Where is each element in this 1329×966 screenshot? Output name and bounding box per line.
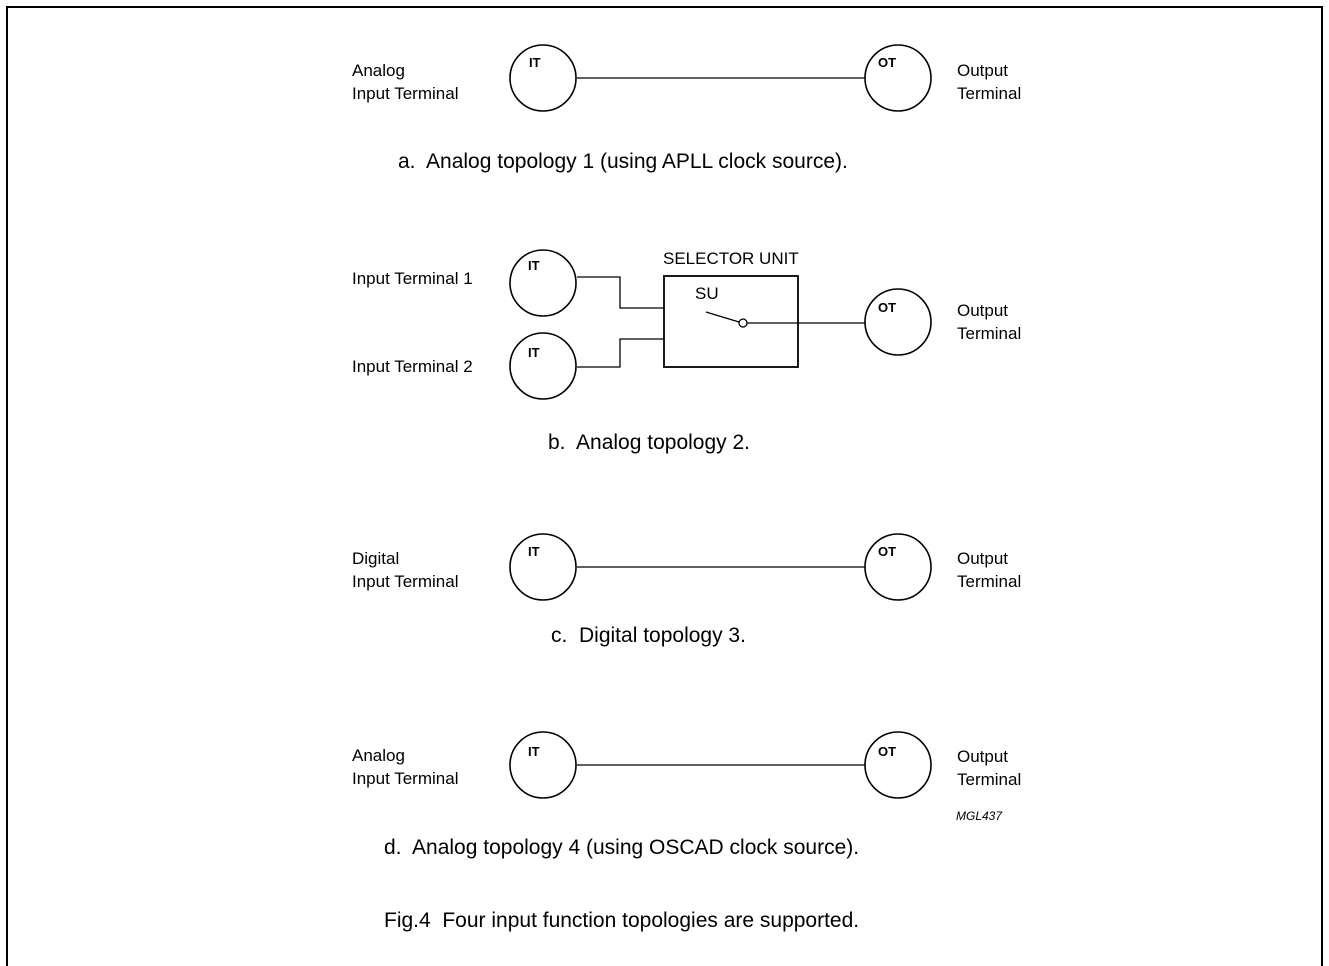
input-label-line2: Input Terminal xyxy=(352,572,458,591)
topology-c-caption: c. Digital topology 3. xyxy=(551,624,746,647)
input-terminal-node xyxy=(509,44,577,112)
node-label-it: IT xyxy=(529,55,541,70)
output-label-line1: Output xyxy=(957,61,1008,80)
input-terminal-1-node xyxy=(509,249,577,317)
input-label-line2: Input Terminal xyxy=(352,84,458,103)
node-label-it: IT xyxy=(528,345,540,360)
output-label-line1: Output xyxy=(957,549,1008,568)
input-label-line1: Analog xyxy=(352,61,405,80)
output-terminal-node xyxy=(864,731,932,799)
topology-d: IT OT Analog Input Terminal Output Termi… xyxy=(352,731,1021,859)
figure-caption: Fig.4 Four input function topologies are… xyxy=(384,909,859,932)
node-label-it: IT xyxy=(528,258,540,273)
output-terminal-node xyxy=(864,533,932,601)
input-label-line1: Analog xyxy=(352,746,405,765)
input-terminal-node xyxy=(509,731,577,799)
output-label-line1: Output xyxy=(957,747,1008,766)
output-label-line2: Terminal xyxy=(957,84,1021,103)
output-label-line2: Terminal xyxy=(957,572,1021,591)
topology-a: IT OT Analog Input Terminal Output Termi… xyxy=(352,44,1021,173)
input-terminal-node xyxy=(509,533,577,601)
selector-unit-title: SELECTOR UNIT xyxy=(663,249,799,268)
node-label-ot: OT xyxy=(878,55,896,70)
input-terminal-2-label: Input Terminal 2 xyxy=(352,357,473,376)
topology-b: SELECTOR UNIT SU IT IT OT Input Terminal… xyxy=(352,249,1021,454)
output-label-line1: Output xyxy=(957,301,1008,320)
output-terminal-node xyxy=(864,288,932,356)
switch-arm xyxy=(705,311,740,323)
figure-code: MGL437 xyxy=(956,809,1003,823)
input-terminal-1-label: Input Terminal 1 xyxy=(352,269,473,288)
node-label-ot: OT xyxy=(878,744,896,759)
switch-pivot xyxy=(738,318,748,328)
node-label-it: IT xyxy=(528,744,540,759)
output-label-line2: Terminal xyxy=(957,770,1021,789)
figure-frame xyxy=(6,6,1323,966)
topology-c: IT OT Digital Input Terminal Output Term… xyxy=(352,533,1021,647)
output-terminal-node xyxy=(864,44,932,112)
node-label-ot: OT xyxy=(878,544,896,559)
node-label-it: IT xyxy=(528,544,540,559)
topology-b-caption: b. Analog topology 2. xyxy=(548,431,750,454)
selector-unit-box xyxy=(663,275,799,368)
selector-unit-label: SU xyxy=(695,284,719,303)
input-label-line2: Input Terminal xyxy=(352,769,458,788)
topology-d-caption: d. Analog topology 4 (using OSCAD clock … xyxy=(384,836,859,859)
input-label-line1: Digital xyxy=(352,549,399,568)
node-label-ot: OT xyxy=(878,300,896,315)
output-label-line2: Terminal xyxy=(957,324,1021,343)
topology-a-caption: a. Analog topology 1 (using APLL clock s… xyxy=(398,150,848,173)
input-terminal-2-node xyxy=(509,332,577,400)
